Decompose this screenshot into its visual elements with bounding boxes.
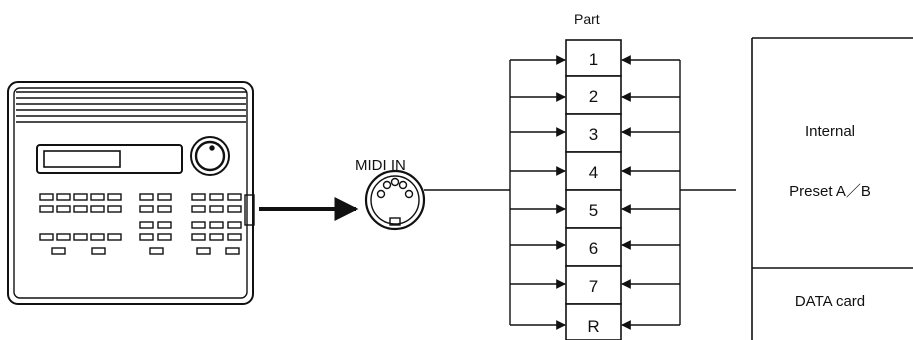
part-cell: 2	[565, 75, 622, 115]
part-cell: 5	[565, 189, 622, 229]
part-cell: 4	[565, 151, 622, 191]
part-label: 5	[589, 201, 598, 220]
part-cell: 3	[565, 113, 622, 153]
part-label: 1	[589, 50, 598, 69]
part-label: 7	[589, 277, 598, 296]
device-display	[36, 144, 183, 174]
part-header: Part	[574, 11, 600, 27]
part-column: 1 2 3 4 5 6 7 R	[565, 39, 622, 340]
midi-connector-icon	[364, 169, 426, 231]
part-label: 4	[589, 163, 598, 182]
input-bus	[509, 55, 566, 330]
internal-label: Internal	[805, 123, 855, 140]
sequencer-device-illustration	[7, 81, 255, 305]
memory-bus	[621, 55, 736, 330]
preset-label: Preset A／B	[789, 183, 871, 200]
part-cell: 7	[565, 265, 622, 305]
part-cell: 6	[565, 227, 622, 267]
knob-icon	[190, 136, 230, 176]
part-label: 6	[589, 239, 598, 258]
data-card-label: DATA card	[795, 293, 865, 310]
part-label: 2	[589, 87, 598, 106]
part-label: 3	[589, 125, 598, 144]
midi-in-label: MIDI IN	[355, 157, 406, 174]
part-label: R	[587, 317, 599, 336]
part-cell: 1	[565, 39, 622, 77]
memory-box	[751, 37, 913, 340]
part-cell: R	[565, 303, 622, 340]
